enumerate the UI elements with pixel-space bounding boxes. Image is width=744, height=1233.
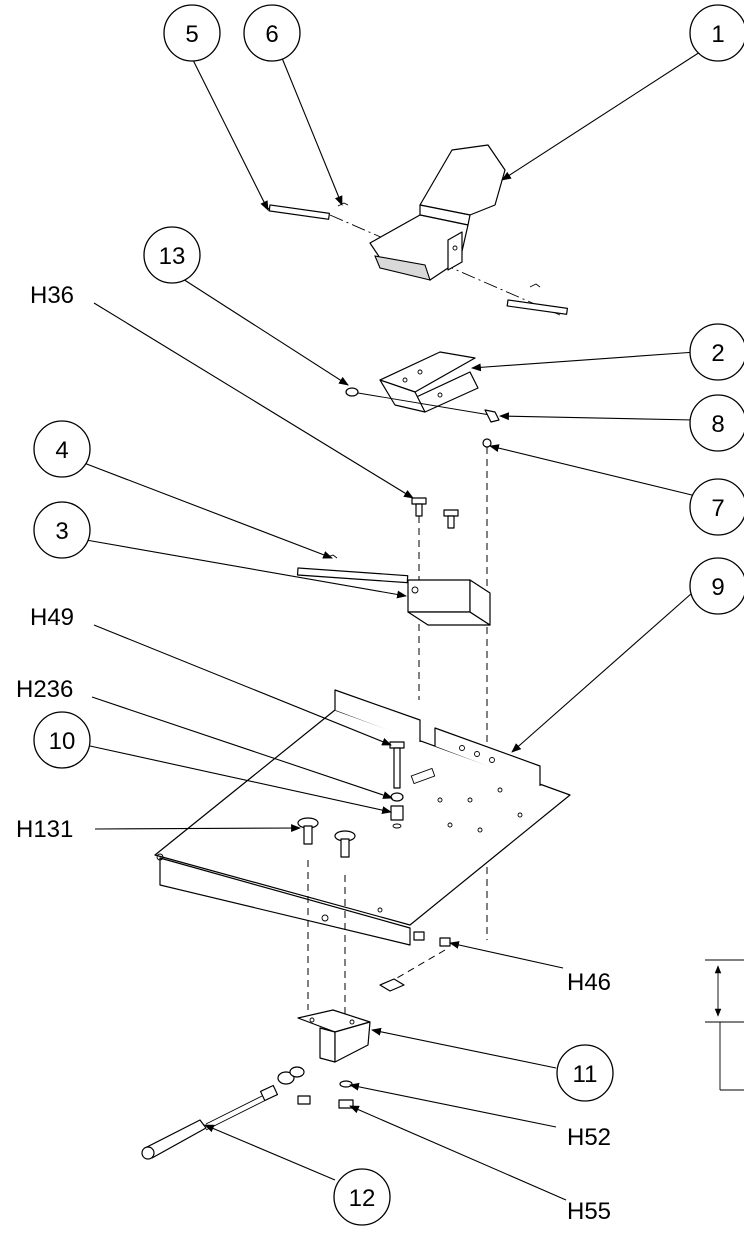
balloon-10: 10 (33, 711, 91, 769)
svg-text:13: 13 (159, 243, 186, 270)
u-bracket-3 (407, 579, 491, 626)
label-h131: H131 (16, 816, 73, 843)
svg-text:1: 1 (711, 21, 724, 48)
seat-part (369, 144, 506, 281)
balloon-2: 2 (689, 323, 744, 381)
carriage-bolts-h131 (297, 817, 356, 1020)
balloon-13: 13 (143, 226, 201, 284)
svg-text:12: 12 (349, 1185, 376, 1212)
label-h46: H46 (567, 969, 611, 996)
svg-text:9: 9 (711, 574, 724, 601)
svg-text:3: 3 (55, 518, 68, 545)
nuts-h46 (379, 931, 451, 992)
label-h55: H55 (567, 1198, 611, 1225)
balloon-1: 1 (689, 4, 744, 62)
svg-text:2: 2 (711, 340, 724, 367)
clevis-pin-seat (506, 283, 569, 315)
balloon-9: 9 (689, 557, 744, 615)
bolt-stack-h49 (389, 741, 405, 829)
rod-end-12 (141, 1066, 311, 1160)
svg-text:4: 4 (55, 437, 68, 464)
balloon-6: 6 (243, 4, 301, 62)
label-h52: H52 (567, 1124, 611, 1151)
bracket-11 (297, 1009, 371, 1063)
balloon-5: 5 (163, 4, 221, 62)
svg-text:6: 6 (265, 21, 278, 48)
base-plate-9 (154, 689, 571, 946)
slide-bracket-part (379, 351, 479, 413)
svg-text:11: 11 (573, 1061, 598, 1088)
label-h36: H36 (30, 282, 74, 309)
svg-text:7: 7 (711, 495, 724, 522)
washer-13 (345, 387, 491, 416)
balloon-3: 3 (33, 501, 91, 559)
leader-lines (83, 51, 701, 1201)
balloon-7: 7 (689, 478, 744, 536)
balloon-12: 12 (333, 1168, 391, 1226)
balloon-11: 11 (556, 1044, 614, 1102)
balloon-8: 8 (689, 394, 744, 452)
dimension-marker (705, 959, 744, 1091)
svg-text:8: 8 (711, 411, 724, 438)
clip-8 (484, 409, 500, 423)
svg-text:5: 5 (185, 21, 198, 48)
svg-text:10: 10 (49, 728, 76, 755)
bolt-h36 (411, 497, 459, 700)
label-h49: H49 (30, 604, 74, 631)
pin-4 (296, 554, 409, 584)
balloon-4: 4 (33, 420, 91, 478)
label-h236: H236 (16, 676, 73, 703)
